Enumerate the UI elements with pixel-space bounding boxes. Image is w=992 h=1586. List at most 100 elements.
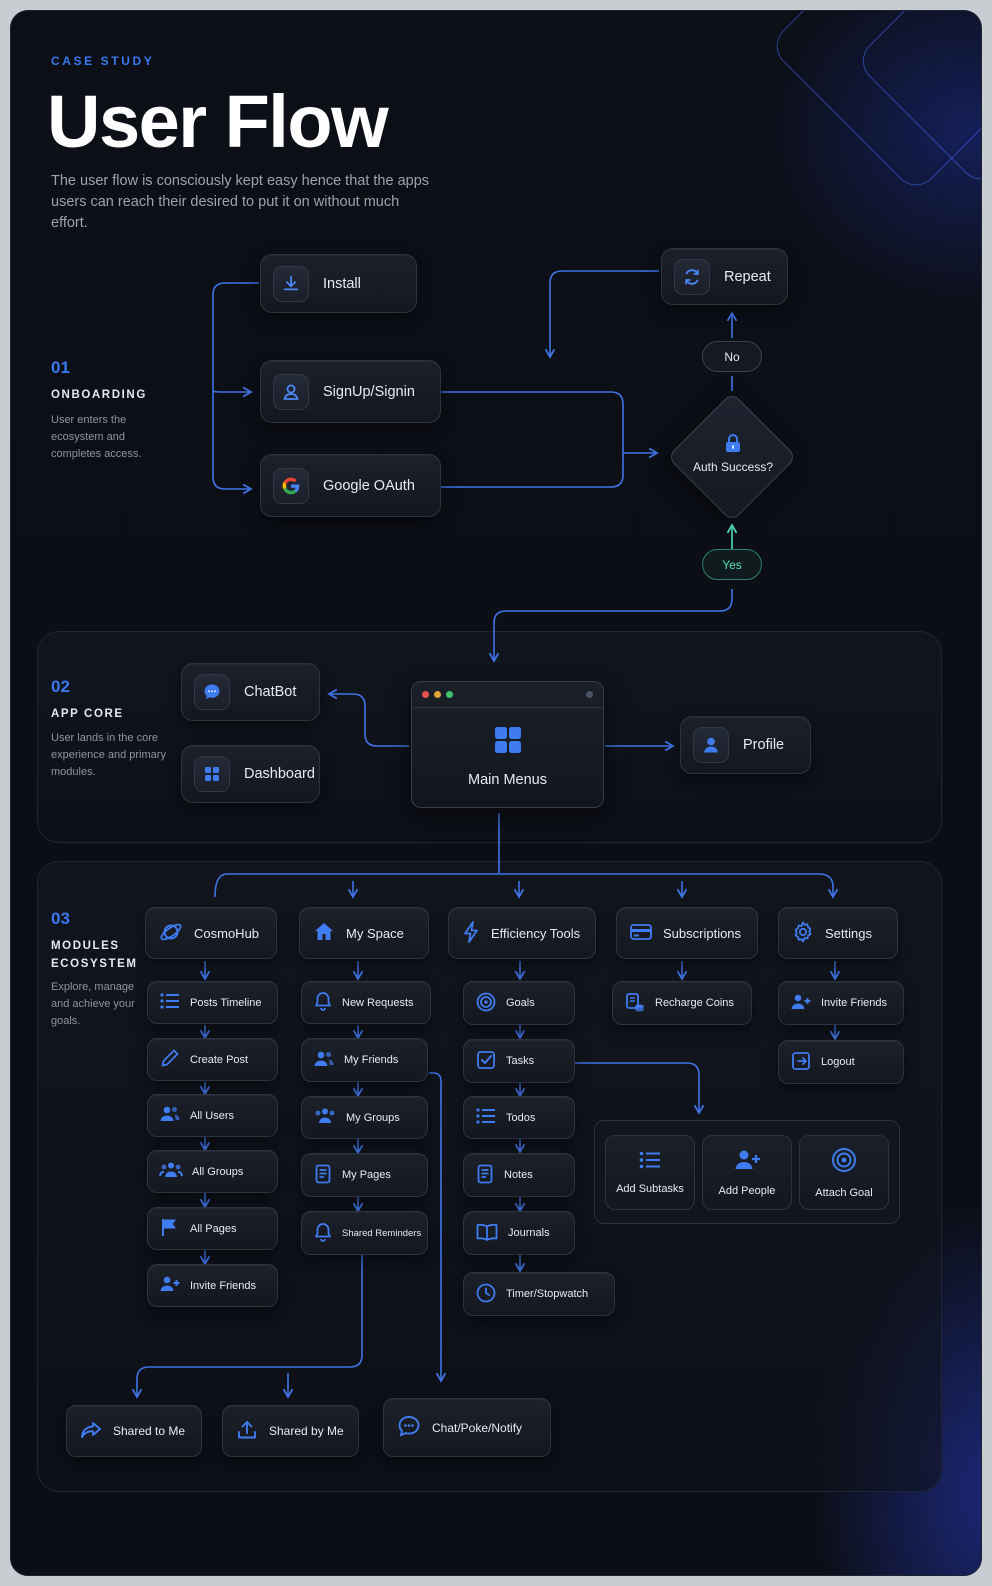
bell-icon bbox=[313, 990, 333, 1015]
main-menus-window[interactable]: Main Menus bbox=[411, 681, 604, 808]
my-pages-label: My Pages bbox=[342, 1169, 391, 1181]
create-post-node[interactable]: Create Post bbox=[147, 1038, 278, 1081]
list-icon bbox=[638, 1150, 662, 1173]
chatbot-label: ChatBot bbox=[244, 684, 297, 700]
add-people-card[interactable]: Add People bbox=[702, 1135, 792, 1210]
shared-to-me-label: Shared to Me bbox=[113, 1424, 186, 1438]
settings-node[interactable]: Settings bbox=[778, 907, 898, 959]
add-subtasks-label: Add Subtasks bbox=[616, 1183, 684, 1195]
intro-text: The user flow is consciously kept easy h… bbox=[51, 173, 430, 231]
invite-friends-node[interactable]: Invite Friends bbox=[147, 1264, 278, 1307]
my-friends-label: My Friends bbox=[344, 1054, 399, 1066]
yes-badge: Yes bbox=[702, 549, 762, 580]
page-icon bbox=[313, 1163, 333, 1188]
chatbot-node[interactable]: ChatBot bbox=[181, 663, 320, 721]
shared-reminders-node[interactable]: Shared Reminders bbox=[301, 1211, 428, 1255]
section-03-name: MODULES ECOSYSTEM bbox=[51, 940, 138, 970]
all-groups-node[interactable]: All Groups bbox=[147, 1150, 278, 1193]
dashboard-label: Dashboard bbox=[244, 766, 315, 782]
timer-stopwatch-node[interactable]: Timer/Stopwatch bbox=[463, 1272, 615, 1316]
users-icon bbox=[159, 1160, 183, 1183]
window-close-dot bbox=[422, 691, 429, 698]
efficiency-tools-node[interactable]: Efficiency Tools bbox=[448, 907, 596, 959]
goals-node[interactable]: Goals bbox=[463, 981, 575, 1025]
chat-bubble-icon bbox=[396, 1414, 422, 1441]
user-plus-icon bbox=[733, 1148, 761, 1175]
subscriptions-node[interactable]: Subscriptions bbox=[616, 907, 758, 959]
section-01-number: 01 bbox=[51, 358, 70, 377]
repeat-node[interactable]: Repeat bbox=[661, 248, 788, 305]
book-icon bbox=[475, 1222, 499, 1245]
recharge-coins-node[interactable]: Recharge Coins bbox=[612, 981, 752, 1025]
recharge-coins-label: Recharge Coins bbox=[655, 997, 734, 1009]
signup-node[interactable]: SignUp/Signin bbox=[260, 360, 441, 423]
section-01-name: ONBOARDING bbox=[51, 389, 147, 401]
attach-goal-card[interactable]: Attach Goal bbox=[799, 1135, 889, 1210]
chat-poke-notify-node[interactable]: Chat/Poke/Notify bbox=[383, 1398, 551, 1457]
cosmohub-label: CosmoHub bbox=[194, 925, 260, 941]
chat-bubble-icon bbox=[194, 674, 230, 710]
add-subtasks-card[interactable]: Add Subtasks bbox=[605, 1135, 695, 1210]
pencil-icon bbox=[159, 1047, 181, 1072]
bolt-icon bbox=[461, 920, 481, 947]
create-post-label: Create Post bbox=[190, 1053, 249, 1066]
my-pages-node[interactable]: My Pages bbox=[301, 1153, 428, 1197]
dashboard-node[interactable]: Dashboard bbox=[181, 745, 320, 803]
posts-timeline-label: Posts Timeline bbox=[190, 996, 262, 1009]
todos-label: Todos bbox=[506, 1111, 536, 1124]
note-icon bbox=[475, 1163, 495, 1188]
attach-goal-label: Attach Goal bbox=[815, 1187, 873, 1199]
install-node[interactable]: Install bbox=[260, 254, 417, 313]
profile-node[interactable]: Profile bbox=[680, 716, 811, 774]
user-plus-icon bbox=[790, 992, 812, 1015]
logout-label: Logout bbox=[821, 1056, 855, 1068]
list-icon bbox=[475, 1107, 497, 1128]
google-icon bbox=[273, 467, 309, 504]
posts-timeline-node[interactable]: Posts Timeline bbox=[147, 981, 278, 1024]
all-pages-node[interactable]: All Pages bbox=[147, 1207, 278, 1250]
new-requests-node[interactable]: New Requests bbox=[301, 981, 431, 1024]
share-icon bbox=[79, 1419, 103, 1444]
invite-friends-label: Invite Friends bbox=[190, 1279, 257, 1292]
logout-icon bbox=[790, 1050, 812, 1075]
main-menus-label: Main Menus bbox=[468, 772, 547, 788]
target-icon bbox=[475, 991, 497, 1016]
card-icon bbox=[629, 922, 653, 945]
upload-icon bbox=[235, 1418, 259, 1445]
install-label: Install bbox=[323, 275, 361, 292]
journals-node[interactable]: Journals bbox=[463, 1211, 575, 1255]
eyebrow: CASE STUDY bbox=[51, 54, 155, 68]
notes-node[interactable]: Notes bbox=[463, 1153, 575, 1197]
user-plus-icon bbox=[159, 1274, 181, 1297]
my-friends-node[interactable]: My Friends bbox=[301, 1038, 428, 1082]
all-users-label: All Users bbox=[190, 1109, 235, 1122]
user-icon bbox=[693, 727, 729, 763]
add-people-label: Add People bbox=[718, 1185, 776, 1197]
shared-by-me-node[interactable]: Shared by Me bbox=[222, 1405, 359, 1457]
lock-icon bbox=[722, 432, 744, 459]
tasks-node[interactable]: Tasks bbox=[463, 1039, 575, 1083]
new-requests-label: New Requests bbox=[342, 996, 414, 1009]
checkbox-icon bbox=[475, 1049, 497, 1074]
refresh-icon bbox=[674, 258, 710, 295]
my-space-node[interactable]: My Space bbox=[299, 907, 429, 959]
gear-icon bbox=[791, 920, 815, 947]
all-users-node[interactable]: All Users bbox=[147, 1094, 278, 1137]
cosmohub-node[interactable]: CosmoHub bbox=[145, 907, 277, 959]
window-minimize-dot bbox=[434, 691, 441, 698]
flag-icon bbox=[159, 1216, 181, 1241]
user-icon bbox=[273, 373, 309, 410]
settings-invite-friends-node[interactable]: Invite Friends bbox=[778, 981, 904, 1025]
my-groups-node[interactable]: My Groups bbox=[301, 1096, 428, 1139]
google-oauth-node[interactable]: Google OAuth bbox=[260, 454, 441, 517]
auth-label: Auth Success? bbox=[692, 460, 774, 474]
shared-reminders-label: Shared Reminders bbox=[342, 1227, 422, 1239]
shared-to-me-node[interactable]: Shared to Me bbox=[66, 1405, 202, 1457]
planet-icon bbox=[158, 919, 184, 948]
repeat-label: Repeat bbox=[724, 268, 771, 285]
journals-label: Journals bbox=[508, 1227, 550, 1239]
efficiency-tools-label: Efficiency Tools bbox=[491, 925, 581, 941]
download-icon bbox=[273, 265, 309, 302]
logout-node[interactable]: Logout bbox=[778, 1040, 904, 1084]
todos-node[interactable]: Todos bbox=[463, 1096, 575, 1139]
